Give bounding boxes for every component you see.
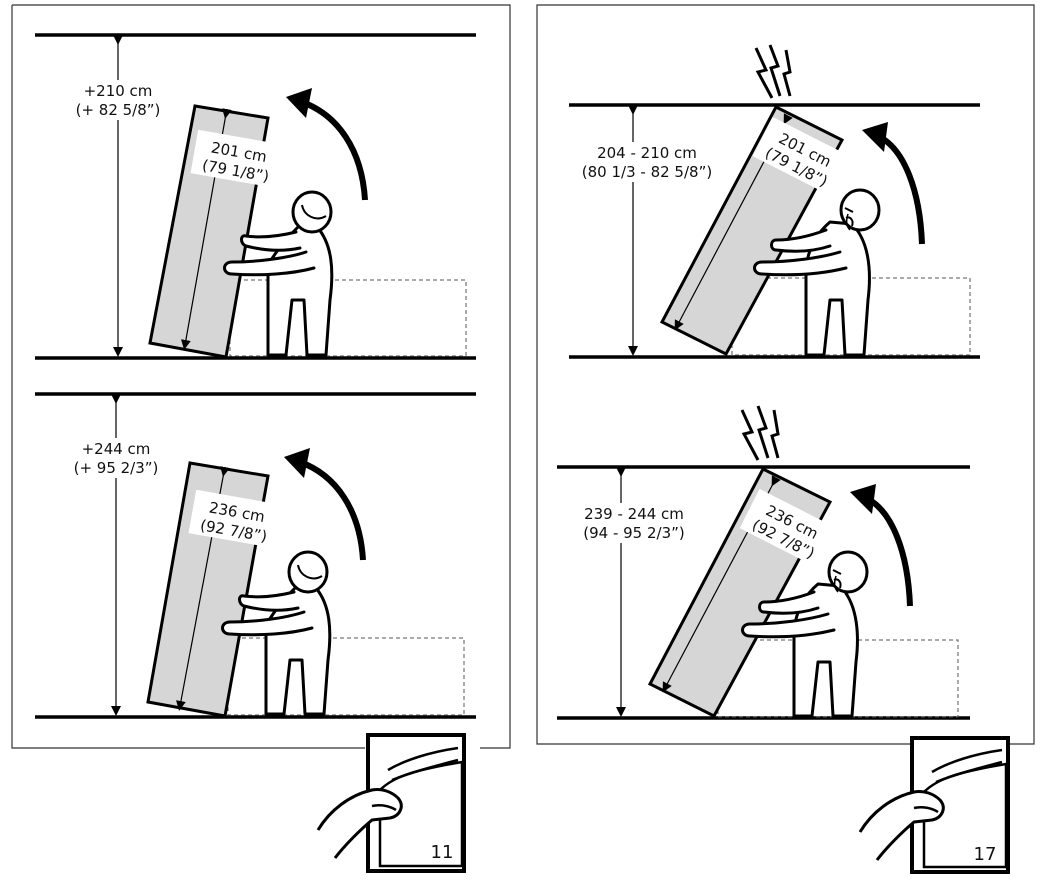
lightning-icon bbox=[740, 405, 780, 461]
ceiling-height-label: +210 cm bbox=[84, 82, 153, 100]
left-bottom-scene: +244 cm (+ 95 2/3”) 236 cm (92 7/8”) bbox=[35, 392, 476, 719]
curved-arrow-icon bbox=[866, 496, 913, 607]
lightning-icon bbox=[754, 44, 792, 99]
person-figure bbox=[753, 188, 881, 357]
page-turn-hand-icon bbox=[858, 736, 1010, 874]
right-bottom-scene: 239 - 244 cm (94 - 95 2/3”) 236 cm (92 7… bbox=[557, 405, 970, 720]
curved-arrow-icon bbox=[298, 459, 366, 561]
person-figure bbox=[741, 550, 869, 718]
ceiling-height-label: +244 cm bbox=[82, 440, 151, 458]
right-panel-frame bbox=[536, 4, 1035, 745]
left-panel: +210 cm (+ 82 5/8”) 201 cm (79 1/8”) bbox=[11, 4, 511, 873]
left-top-scene: +210 cm (+ 82 5/8”) 201 cm (79 1/8”) bbox=[35, 33, 476, 360]
furniture-outline bbox=[229, 279, 467, 357]
page-reference-number: 11 bbox=[431, 842, 454, 863]
curved-arrow-icon bbox=[878, 134, 925, 245]
curved-arrow-icon bbox=[300, 99, 368, 201]
ceiling-height-inch-label: (+ 95 2/3”) bbox=[74, 459, 159, 477]
furniture-outline bbox=[227, 637, 465, 716]
ceiling-height-inch-label: (94 - 95 2/3”) bbox=[583, 524, 685, 542]
right-top-scene: 204 - 210 cm (80 1/3 - 82 5/8”) 201 cm (… bbox=[569, 44, 980, 359]
page-reference-number: 17 bbox=[974, 844, 997, 865]
ceiling-height-inch-label: (+ 82 5/8”) bbox=[76, 101, 161, 119]
right-panel: 204 - 210 cm (80 1/3 - 82 5/8”) 201 cm (… bbox=[536, 4, 1035, 874]
left-panel-frame bbox=[11, 4, 511, 749]
page-turn-hand-icon bbox=[316, 733, 466, 873]
ceiling-height-label: 204 - 210 cm bbox=[597, 144, 697, 162]
ceiling-height-inch-label: (80 1/3 - 82 5/8”) bbox=[582, 163, 712, 181]
ceiling-height-label: 239 - 244 cm bbox=[584, 505, 684, 523]
person-figure bbox=[223, 190, 334, 357]
person-figure bbox=[221, 550, 332, 716]
